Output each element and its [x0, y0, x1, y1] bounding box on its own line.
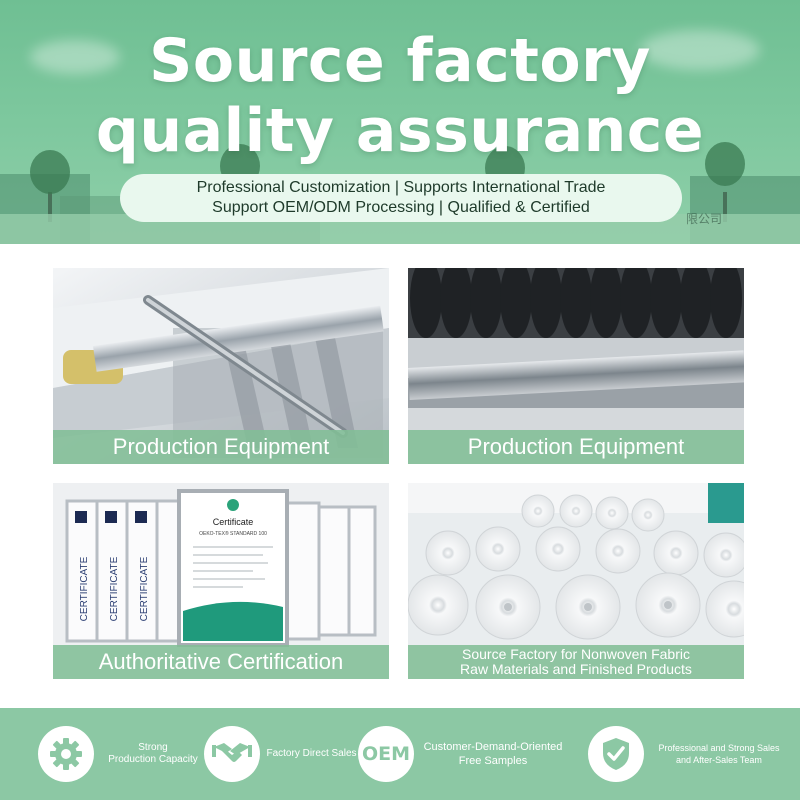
- cloud: [640, 30, 760, 70]
- feature-label: Professional and Strong Sales and After-…: [644, 742, 794, 766]
- feature-label: Factory Direct Sales: [264, 748, 359, 760]
- tile-caption-line1: Source Factory for Nonwoven Fabric: [462, 646, 690, 662]
- feature-factory-direct-sales: Factory Direct Sales: [204, 708, 359, 800]
- feature-label-line2: and After-Sales Team: [676, 755, 762, 765]
- feature-label-line2: Free Samples: [458, 755, 528, 767]
- gear-icon: [50, 738, 82, 770]
- handshake-icon: [212, 743, 252, 762]
- feature-label: Customer-Demand-Oriented Free Samples: [418, 740, 568, 768]
- tile-caption: Source Factory for Nonwoven Fabric Raw M…: [408, 645, 744, 679]
- oem-badge-text: OEM: [361, 743, 411, 765]
- certificate-subtitle: OEKO-TEX® STANDARD 100: [199, 530, 267, 537]
- tile-production-equipment-1: Production Equipment: [53, 268, 389, 464]
- feature-label-line1: Strong: [138, 742, 168, 753]
- feature-label-line1: Factory Direct Sales: [266, 748, 357, 759]
- tree: [705, 142, 745, 186]
- hero-title-line2: quality assurance: [95, 96, 705, 166]
- certificate-title: Certificate: [213, 517, 254, 527]
- tile-caption-line2: Raw Materials and Finished Products: [460, 661, 692, 677]
- oem-badge-icon: OEM: [358, 726, 414, 782]
- feature-label-line2: Production Capacity: [108, 754, 198, 765]
- tree-trunk: [723, 192, 727, 222]
- certificate-vertical-label: CERTIFICATE: [139, 556, 150, 621]
- feature-customer-demand: OEM Customer-Demand-Oriented Free Sample…: [358, 708, 568, 800]
- features-band: Strong Production Capacity Factory Direc…: [0, 708, 800, 800]
- background-sign: 限公司: [686, 212, 723, 226]
- tile-source-factory: Source Factory for Nonwoven Fabric Raw M…: [408, 483, 744, 679]
- hero-title-line1: Source factory: [149, 26, 651, 96]
- tile-caption: Production Equipment: [408, 430, 744, 464]
- hero-banner: 限公司 Source factory quality assurance Pro…: [0, 0, 800, 244]
- tagline-line2: Support OEM/ODM Processing | Qualified &…: [212, 199, 590, 216]
- certificate-vertical-label: CERTIFICATE: [79, 556, 90, 621]
- feature-production-capacity: Strong Production Capacity: [38, 708, 208, 800]
- feature-label-line1: Professional and Strong Sales: [658, 743, 780, 753]
- feature-label: Strong Production Capacity: [98, 742, 208, 766]
- nonwoven-rolls-photo: [408, 483, 744, 679]
- certificates-photo: CERTIFICATE CERTIFICATE CERTIFICATE Cert…: [53, 483, 389, 679]
- tagline-pill: Professional Customization | Supports In…: [120, 174, 682, 222]
- tile-authoritative-certification: CERTIFICATE CERTIFICATE CERTIFICATE Cert…: [53, 483, 389, 679]
- cloud: [30, 40, 120, 74]
- tagline-line1: Professional Customization | Supports In…: [196, 179, 606, 196]
- feature-icon-circle: [588, 726, 644, 782]
- tile-production-equipment-2: Production Equipment: [408, 268, 744, 464]
- tile-caption: Authoritative Certification: [53, 645, 389, 679]
- tree: [30, 150, 70, 194]
- feature-label-line1: Customer-Demand-Oriented: [423, 741, 563, 753]
- feature-icon-circle: [38, 726, 94, 782]
- tile-caption: Production Equipment: [53, 430, 389, 464]
- shield-check-icon: [603, 738, 629, 770]
- certificate-vertical-label: CERTIFICATE: [109, 556, 120, 621]
- feature-sales-team: Professional and Strong Sales and After-…: [588, 708, 794, 800]
- feature-icon-circle: [204, 726, 260, 782]
- tree-trunk: [48, 192, 52, 222]
